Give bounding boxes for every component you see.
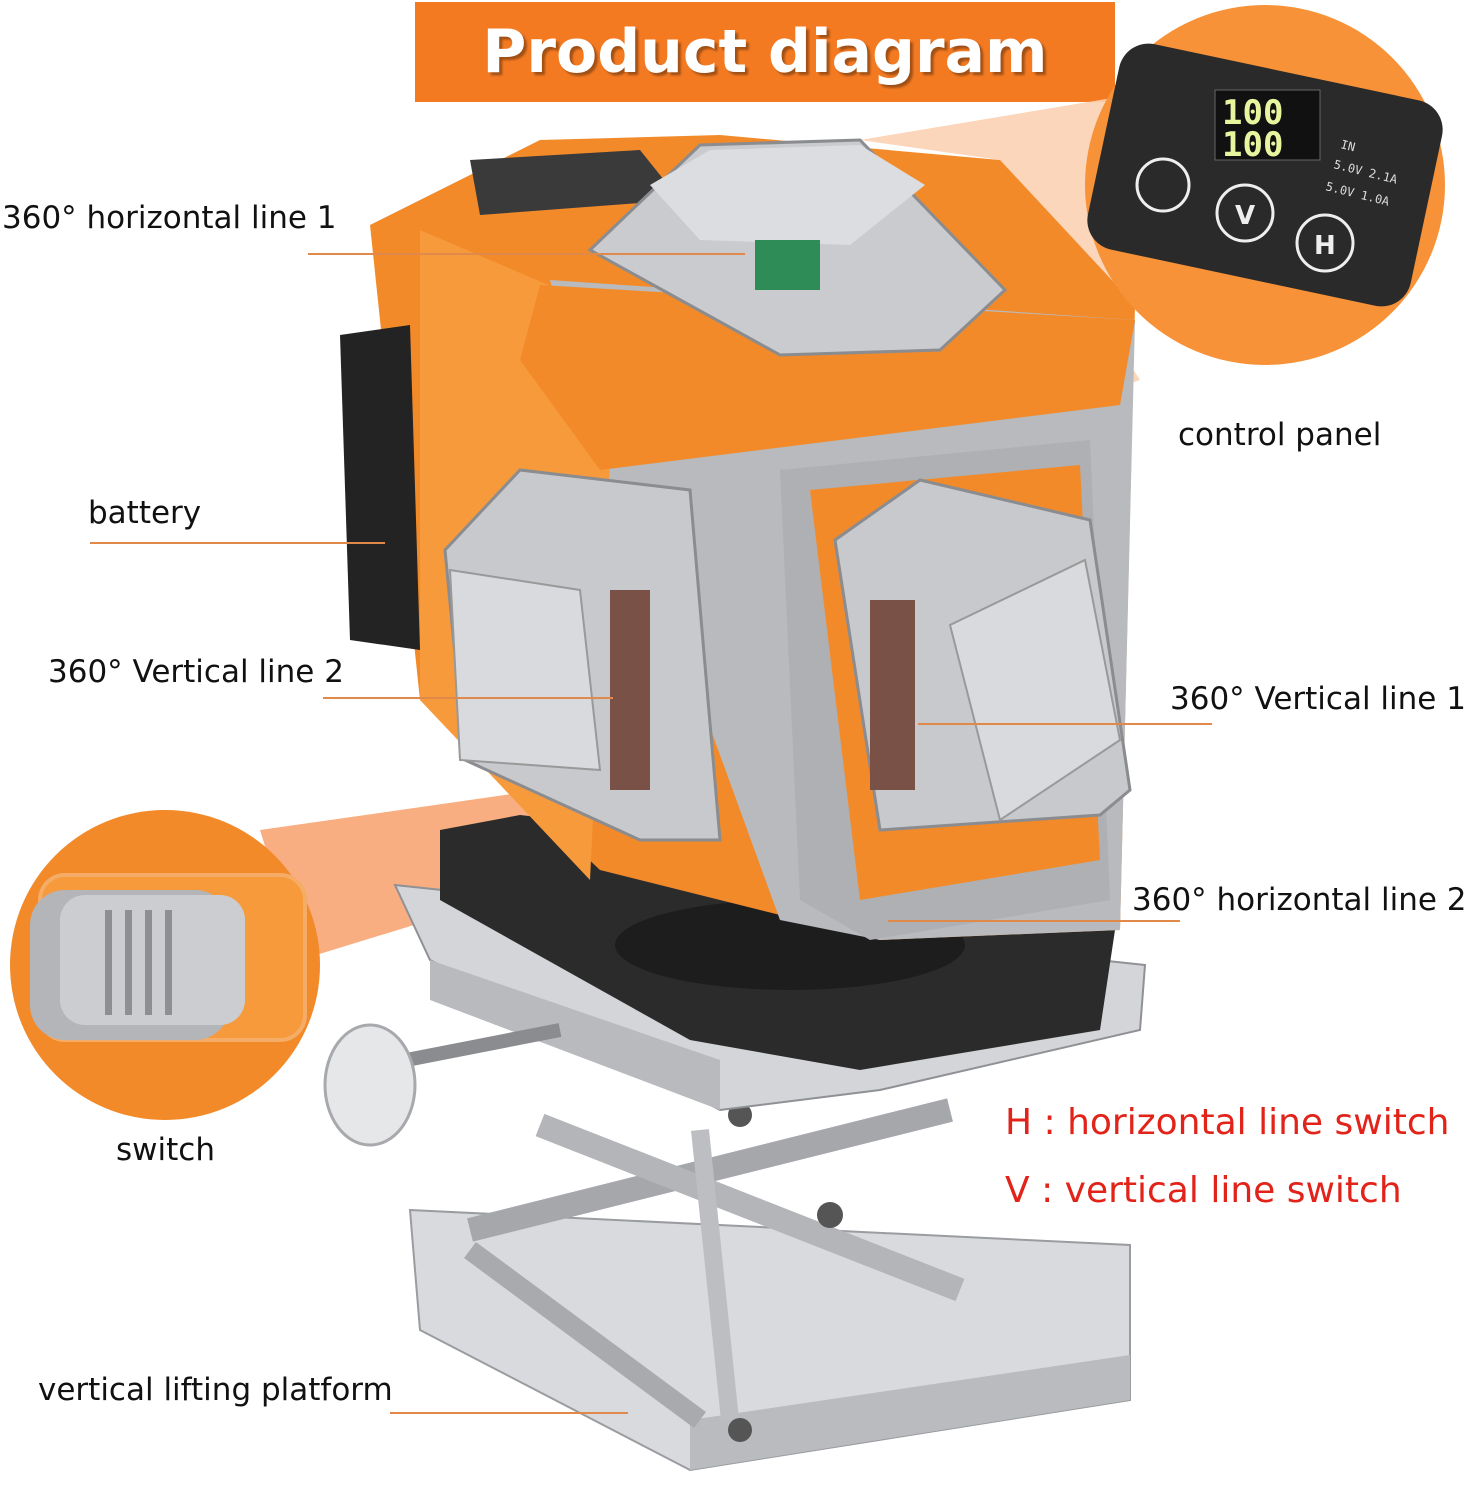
h-button-icon [1295,213,1355,273]
title-banner: Product diagram [415,2,1115,102]
control-panel-zoom: 100 100 IN 5.0V 2.1A 5.0V 1.0A V H [1085,5,1445,365]
v-button-label: V [1235,201,1255,231]
v-button-icon [1215,183,1275,243]
left-laser-window [443,468,722,842]
power-button-icon [1135,157,1191,213]
display-digits-top: 100 [1222,93,1283,133]
label-control-panel: control panel [1178,417,1382,453]
display-in: IN [1339,137,1356,154]
legend-h-switch: H : horizontal line switch [1005,1102,1450,1143]
page-title: Product diagram [482,17,1048,87]
label-vertical-line-1: 360° Vertical line 1 [1170,681,1466,717]
display-digits-bottom: 100 [1222,125,1283,165]
label-switch: switch [116,1132,215,1168]
zoom-beam-control [860,95,1140,390]
label-vertical-lifting-platform: vertical lifting platform [38,1372,393,1408]
label-horizontal-line-2: 360° horizontal line 2 [1132,882,1467,918]
label-horizontal-line-1: 360° horizontal line 1 [2,200,337,236]
h-button-label: H [1314,231,1336,261]
label-battery: battery [88,495,202,531]
switch-zoom [10,810,320,1120]
legend-v-switch: V : vertical line switch [1005,1170,1402,1211]
top-laser-window [587,138,1008,357]
right-laser-window [833,478,1132,832]
label-vertical-line-2: 360° Vertical line 2 [48,654,344,690]
